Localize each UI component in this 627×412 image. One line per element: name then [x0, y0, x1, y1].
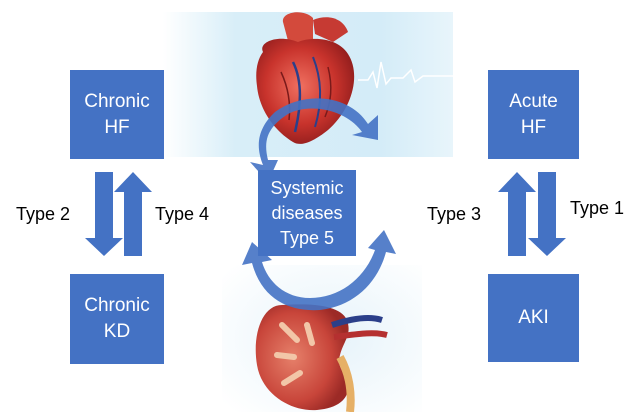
type4-label: Type 4	[155, 204, 209, 225]
systemic-line2: diseases	[271, 201, 342, 226]
type4-up-arrow-icon	[114, 172, 152, 256]
systemic-line1: Systemic	[270, 176, 343, 201]
type3-label: Type 3	[427, 204, 481, 225]
type1-label: Type 1	[570, 198, 624, 219]
type2-label: Type 2	[16, 204, 70, 225]
systemic-diseases-box: Systemic diseases Type 5	[258, 170, 356, 256]
type2-down-arrow-icon	[85, 172, 123, 256]
type3-up-arrow-icon	[498, 172, 536, 256]
type1-down-arrow-icon	[528, 172, 566, 256]
systemic-line3: Type 5	[280, 226, 334, 251]
